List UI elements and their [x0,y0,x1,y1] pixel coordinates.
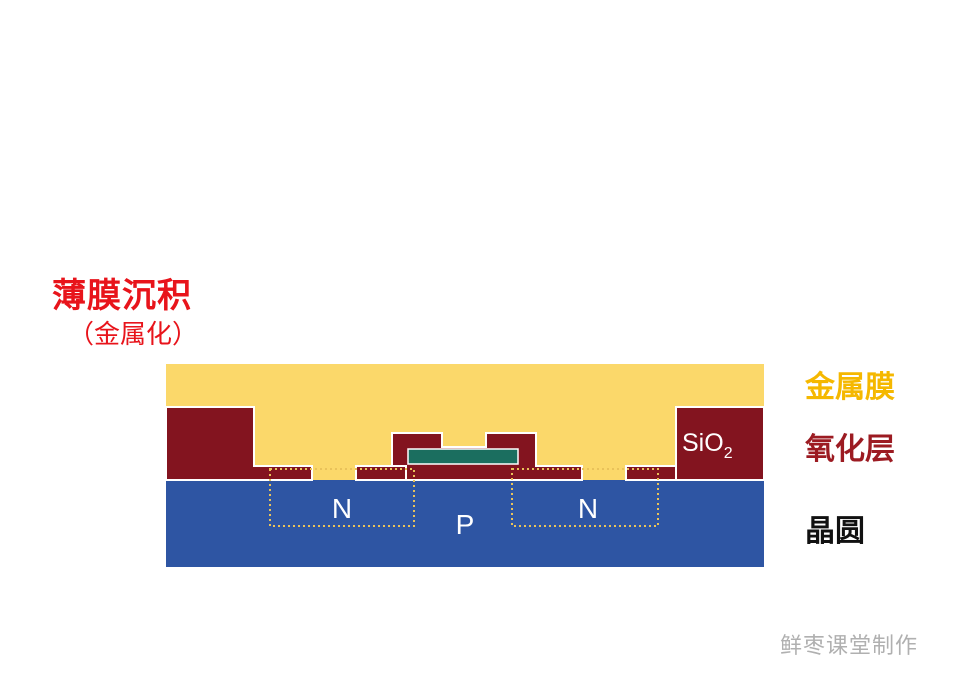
oxide-formula-main: SiO [682,429,724,457]
wafer-layer [166,480,764,567]
n-region-right-outline [511,468,659,527]
gate-electrode [407,448,519,465]
legend-wafer: 晶圆 [805,514,865,549]
legend-metal-film: 金属膜 [805,370,895,405]
oxide-formula-label: SiO2 [682,429,733,462]
oxide-right-block [675,406,765,481]
oxide-layer [165,406,765,481]
p-substrate-label: P [456,509,475,540]
n-region-left-outline [269,468,415,527]
n-right-label: N [578,493,598,524]
legend-oxide-layer: 氧化层 [805,432,895,467]
oxide-left-block [165,406,313,481]
oxide-formula-subscript: 2 [724,445,733,462]
slide-title: 薄膜沉积 [52,276,192,316]
footer-credit: 鲜枣课堂制作 [780,634,919,659]
n-left-label: N [332,493,352,524]
slide-subtitle: （金属化） [68,320,199,350]
